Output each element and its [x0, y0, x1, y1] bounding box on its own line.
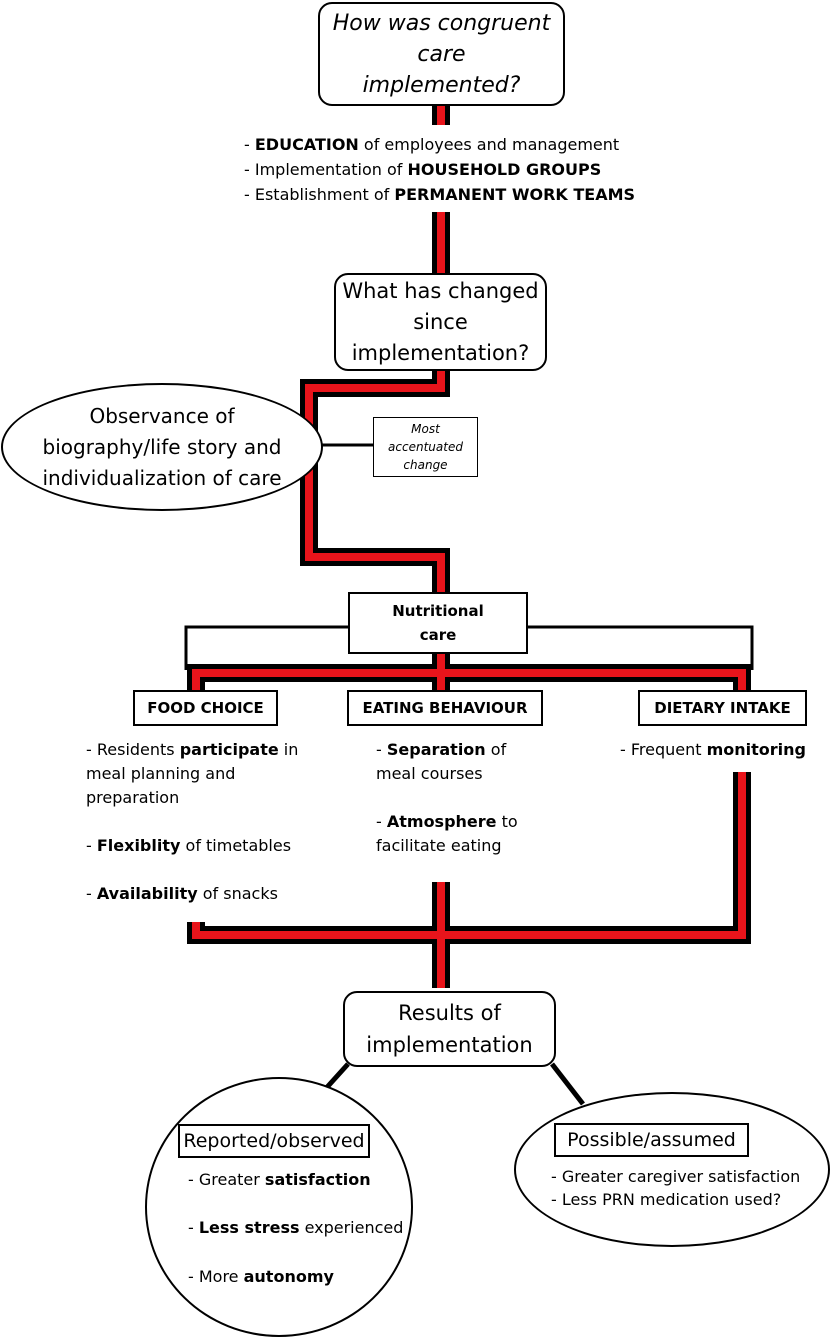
question-implemented-line2: care: [417, 41, 466, 67]
nutritional-care-box: Nutritional care: [348, 592, 528, 654]
observance-line3: individualization of care: [42, 465, 282, 490]
question-implemented-line1: How was congruent: [332, 10, 551, 36]
methods-item-prefix: -: [244, 135, 255, 154]
food-choice-item-line: - Flexiblity of timetables: [86, 834, 291, 858]
reported-item-text: - More: [188, 1267, 244, 1286]
food-choice-item-line: - Residents participate in: [86, 738, 298, 762]
question-changed-line3: implementation?: [351, 340, 530, 365]
observance-line2: biography/life story and: [42, 434, 282, 459]
food-choice-item-text: preparation: [86, 788, 180, 807]
accent-note-box: Most accentuated change: [373, 417, 478, 477]
flow-converge: [187, 772, 751, 988]
methods-item-suffix: of employees and management: [358, 135, 620, 154]
eating-item-line: - Separation of: [376, 738, 506, 762]
reported-item-emphasis: satisfaction: [264, 1170, 371, 1189]
food-choice-item-text: -: [86, 884, 97, 903]
reported-item-text: - Greater: [188, 1170, 265, 1189]
food-choice-item-line: preparation: [86, 786, 179, 810]
methods-item: - EDUCATION of employees and management: [244, 133, 619, 157]
eating-item-emphasis: Separation: [386, 740, 486, 759]
reported-title: Reported/observed: [183, 1130, 365, 1152]
possible-item-line: - Greater caregiver satisfaction: [551, 1165, 800, 1189]
possible-item-line: - Less PRN medication used?: [551, 1188, 781, 1212]
question-implemented-box: How was congruent care implemented?: [318, 2, 565, 106]
food-choice-item-text: -: [86, 836, 97, 855]
connector-lines: [184, 443, 754, 1106]
food-choice-item-line: meal planning and: [86, 762, 235, 786]
food-choice-item-text: in: [278, 740, 299, 759]
reported-ellipse: [145, 1077, 413, 1337]
results-line1: Results of: [398, 1001, 501, 1025]
nutritional-line2: care: [419, 626, 457, 644]
food-choice-box: FOOD CHOICE: [133, 690, 278, 726]
possible-ellipse: [514, 1092, 830, 1247]
results-right-connector: [550, 1062, 585, 1106]
question-changed-box: What has changed since implementation?: [334, 273, 547, 371]
nutritional-outline-left: [184, 625, 348, 670]
question-changed-line2: since: [413, 309, 468, 334]
observance-ellipse: Observance of biography/life story and i…: [1, 383, 323, 511]
eating-item-text: -: [376, 812, 387, 831]
accent-note-line1: Most: [411, 422, 440, 436]
question-implemented-line3: implemented?: [362, 72, 521, 98]
food-choice-item-text: of timetables: [180, 836, 292, 855]
flow-converge-red: [192, 772, 746, 988]
flow-branch-red: [192, 652, 746, 692]
food-choice-item-line: - Availability of snacks: [86, 882, 278, 906]
methods-item-emphasis: PERMANENT WORK TEAMS: [394, 185, 636, 204]
flow-middle-red: [305, 370, 445, 592]
eating-item-text: of: [485, 740, 507, 759]
eating-item-text: meal courses: [376, 764, 483, 783]
possible-item-text: - Greater caregiver satisfaction: [551, 1167, 801, 1186]
eating-item-text: -: [376, 740, 387, 759]
question-changed-line1: What has changed: [342, 278, 539, 303]
food-choice-item-emphasis: Flexiblity: [96, 836, 181, 855]
food-choice-item-emphasis: participate: [179, 740, 279, 759]
methods-item: - Establishment of PERMANENT WORK TEAMS: [244, 183, 635, 207]
food-choice-item-emphasis: Availability: [96, 884, 198, 903]
observance-line1: Observance of: [89, 403, 235, 428]
reported-item-emphasis: autonomy: [243, 1267, 334, 1286]
methods-item-prefix: - Implementation of: [244, 160, 408, 179]
dietary-item-line: - Frequent monitoring: [620, 738, 806, 762]
nutritional-outline-right: [526, 625, 754, 670]
accent-note-line2: accentuated: [388, 440, 463, 454]
eating-behaviour-box: EATING BEHAVIOUR: [347, 690, 543, 726]
eating-item-text: to: [496, 812, 518, 831]
eating-item-line: facilitate eating: [376, 834, 502, 858]
reported-item-text: experienced: [299, 1218, 404, 1237]
food-choice-item-text: meal planning and: [86, 764, 236, 783]
reported-title-box: Reported/observed: [178, 1124, 370, 1158]
reported-item-text: -: [188, 1218, 199, 1237]
methods-item-emphasis: EDUCATION: [254, 135, 359, 154]
reported-item-emphasis: Less stress: [198, 1218, 300, 1237]
accent-note-line3: change: [403, 458, 448, 472]
food-choice-item-text: - Residents: [86, 740, 180, 759]
results-box: Results of implementation: [343, 991, 556, 1067]
food-choice-item-text: of snacks: [197, 884, 278, 903]
food-choice-label: FOOD CHOICE: [147, 699, 264, 717]
reported-item-line: - More autonomy: [188, 1265, 334, 1289]
reported-item-line: - Less stress experienced: [188, 1216, 403, 1240]
eating-behaviour-label: EATING BEHAVIOUR: [362, 699, 528, 717]
possible-title-box: Possible/assumed: [554, 1123, 749, 1157]
dietary-intake-box: DIETARY INTAKE: [638, 690, 807, 726]
nutritional-line1: Nutritional: [392, 602, 484, 620]
dietary-intake-label: DIETARY INTAKE: [654, 699, 791, 717]
dietary-item-text: - Frequent: [620, 740, 707, 759]
eating-item-line: meal courses: [376, 762, 483, 786]
results-line2: implementation: [366, 1033, 533, 1057]
eating-item-line: - Atmosphere to: [376, 810, 518, 834]
eating-item-emphasis: Atmosphere: [386, 812, 497, 831]
methods-item: - Implementation of HOUSEHOLD GROUPS: [244, 158, 601, 182]
methods-item-emphasis: HOUSEHOLD GROUPS: [407, 160, 602, 179]
eating-item-text: facilitate eating: [376, 836, 502, 855]
dietary-item-emphasis: monitoring: [706, 740, 807, 759]
possible-item-text: - Less PRN medication used?: [551, 1190, 782, 1209]
methods-item-prefix: - Establishment of: [244, 185, 395, 204]
possible-title: Possible/assumed: [567, 1129, 736, 1151]
reported-item-line: - Greater satisfaction: [188, 1168, 371, 1192]
